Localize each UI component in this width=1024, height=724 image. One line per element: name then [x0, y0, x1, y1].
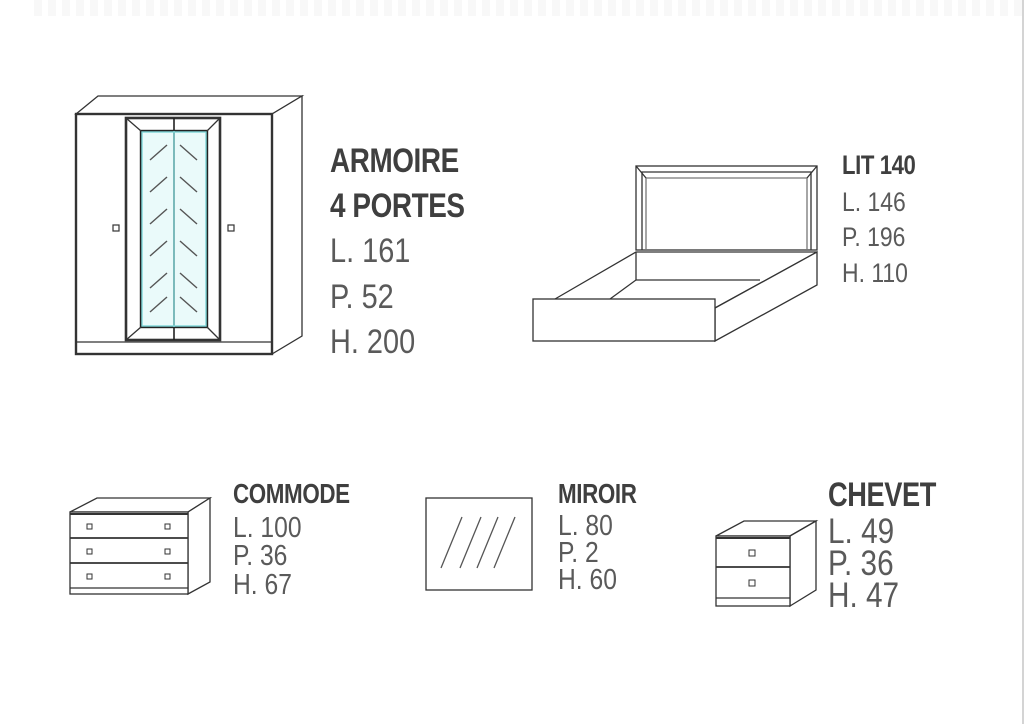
top-watermark-strip	[34, 0, 1024, 16]
chevet-dim-p: P. 36	[828, 544, 894, 583]
miroir-dim-p: P. 2	[558, 537, 599, 569]
armoire-title-line2: 4 PORTES	[330, 187, 465, 225]
chevet-drawing	[715, 519, 819, 608]
commode-dim-l: L. 100	[233, 512, 302, 544]
commode-dim-p: P. 36	[233, 540, 288, 572]
armoire-dim-p: P. 52	[330, 278, 394, 316]
miroir-dim-h: H. 60	[558, 564, 617, 596]
chevet-title: CHEVET	[828, 476, 936, 514]
armoire-title-line1: ARMOIRE	[330, 142, 459, 180]
lit-title: LIT 140	[842, 150, 916, 180]
commode-title: COMMODE	[233, 478, 350, 509]
armoire-dim-l: L. 161	[330, 232, 411, 270]
chevet-dim-l: L. 49	[828, 512, 895, 551]
miroir-title: MIROIR	[558, 478, 637, 509]
miroir-drawing	[425, 497, 533, 591]
armoire-drawing	[74, 94, 305, 356]
lit-dim-h: H. 110	[842, 258, 908, 288]
miroir-dim-l: L. 80	[558, 510, 613, 542]
lit-drawing	[532, 165, 818, 343]
commode-dim-h: H. 67	[233, 569, 292, 601]
right-border	[1022, 0, 1024, 724]
lit-dim-p: P. 196	[842, 222, 906, 252]
commode-drawing	[69, 496, 213, 596]
chevet-dim-h: H. 47	[828, 576, 900, 615]
armoire-dim-h: H. 200	[330, 323, 416, 361]
lit-dim-l: L. 146	[842, 187, 906, 217]
